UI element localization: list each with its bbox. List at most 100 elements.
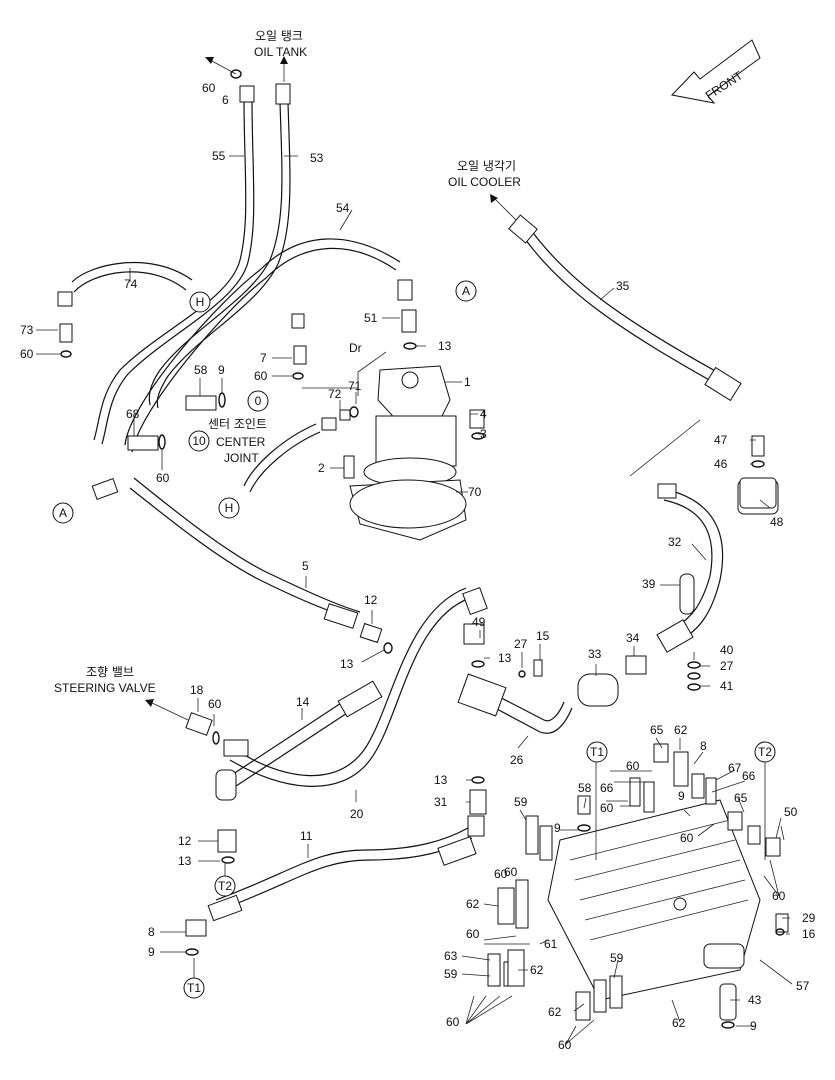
part-label: 65 xyxy=(650,723,664,737)
part-label: 4 xyxy=(480,407,487,421)
part-label: 49 xyxy=(472,615,486,629)
part-label: 5 xyxy=(302,559,309,573)
part-label: 59 xyxy=(514,795,528,809)
swing-motor xyxy=(349,365,467,541)
part-label: 6 xyxy=(222,93,229,107)
part-label: 60 xyxy=(208,697,222,711)
part-label: 1 xyxy=(464,375,471,389)
part-label: 54 xyxy=(336,201,350,215)
pipe-32 xyxy=(659,487,724,641)
pipe-26 xyxy=(479,689,573,734)
part-label: 9 xyxy=(678,789,685,803)
part-label: 34 xyxy=(626,631,640,645)
part-label: 68 xyxy=(126,407,140,421)
part-label: 31 xyxy=(434,795,448,809)
part-label: 51 xyxy=(364,311,378,325)
part-label: 12 xyxy=(364,593,378,607)
part-number-labels: 60 6 55 53 54 74 73 60 7 60 58 9 68 60 7… xyxy=(20,81,816,1052)
part-label: 9 xyxy=(554,821,561,835)
part-label: 62 xyxy=(466,897,480,911)
hose-54 xyxy=(124,238,401,453)
part-label: 8 xyxy=(700,739,707,753)
part-label: 15 xyxy=(536,629,550,643)
part-label: 32 xyxy=(668,535,682,549)
part-label: 59 xyxy=(610,951,624,965)
svg-text:H: H xyxy=(225,501,234,515)
o-rings xyxy=(60,69,785,1029)
part-label: 3 xyxy=(480,427,487,441)
part-label: 43 xyxy=(748,993,762,1007)
circle-ref-10: 10 xyxy=(188,430,210,452)
part-label: 47 xyxy=(714,433,728,447)
center-joint-caption-ko: 센터 조인트 xyxy=(208,417,267,431)
part-label: 74 xyxy=(124,277,138,291)
part-label: 12 xyxy=(178,834,192,848)
hose-11 xyxy=(215,827,473,911)
valve-fittings xyxy=(487,477,781,1021)
part-label: 29 xyxy=(802,911,816,925)
part-label: 8 xyxy=(148,925,155,939)
part-label: 26 xyxy=(510,753,524,767)
part-label: 14 xyxy=(296,695,310,709)
part-label: 27 xyxy=(720,659,734,673)
part-label: 39 xyxy=(642,577,656,591)
part-label: 41 xyxy=(720,679,734,693)
part-label: 67 xyxy=(728,761,742,775)
hose-5 xyxy=(129,477,361,621)
svg-text:A: A xyxy=(462,284,470,298)
hose-20 xyxy=(229,587,471,787)
part-label: 60 xyxy=(156,471,170,485)
circle-ref-a-top: A xyxy=(455,280,477,302)
circle-ref-t1-left: T1 xyxy=(183,977,205,999)
svg-text:T1: T1 xyxy=(187,981,201,995)
part-label: 60 xyxy=(466,927,480,941)
part-label: 60 xyxy=(504,865,518,879)
front-arrow: FRONT xyxy=(671,39,761,104)
part-label: 2 xyxy=(318,461,325,475)
part-label: 16 xyxy=(802,927,816,941)
oil-cooler-caption-en: OIL COOLER xyxy=(448,175,521,189)
part-label: 13 xyxy=(498,651,512,665)
part-label: 60 xyxy=(772,889,786,903)
part-label: 62 xyxy=(548,1005,562,1019)
oil-tank-caption-en: OIL TANK xyxy=(254,45,307,59)
part-label: 63 xyxy=(444,949,458,963)
part-label: 46 xyxy=(714,457,728,471)
svg-text:T1: T1 xyxy=(590,745,604,759)
part-label: 70 xyxy=(468,485,482,499)
part-label: 55 xyxy=(212,149,226,163)
svg-text:H: H xyxy=(196,295,205,309)
oil-tank-caption-ko: 오일 탱크 xyxy=(255,29,303,43)
part-label: 48 xyxy=(770,515,784,529)
part-label: 73 xyxy=(20,323,34,337)
part-label: 11 xyxy=(300,829,313,843)
hose-53 xyxy=(148,101,291,409)
svg-text:T2: T2 xyxy=(218,879,232,893)
part-label: 40 xyxy=(720,643,734,657)
part-label: 65 xyxy=(734,791,748,805)
part-label: 57 xyxy=(796,979,810,993)
svg-text:10: 10 xyxy=(192,434,206,448)
part-label: 61 xyxy=(544,937,558,951)
part-label: 50 xyxy=(784,805,798,819)
part-label: 59 xyxy=(444,967,458,981)
part-label: 60 xyxy=(558,1038,572,1052)
part-label: 18 xyxy=(190,683,204,697)
part-label: 60 xyxy=(446,1015,460,1029)
part-label: 71 xyxy=(348,379,362,393)
part-label: 62 xyxy=(530,963,544,977)
svg-text:A: A xyxy=(59,506,67,520)
hose-74 xyxy=(71,261,193,293)
circle-ref-0: 0 xyxy=(247,390,269,412)
part-label: 60 xyxy=(202,81,216,95)
leader-lines xyxy=(36,155,793,1045)
part-label: 60 xyxy=(254,369,268,383)
center-joint-caption-en2: JOINT xyxy=(224,451,259,465)
svg-text:0: 0 xyxy=(255,394,262,408)
part-label: 58 xyxy=(578,781,592,795)
circle-ref-h-top: H xyxy=(189,291,211,313)
part-label: 72 xyxy=(328,387,342,401)
hose-35 xyxy=(519,225,729,387)
center-joint-caption-en1: CENTER xyxy=(216,435,266,449)
main-control-valve xyxy=(547,799,761,1001)
